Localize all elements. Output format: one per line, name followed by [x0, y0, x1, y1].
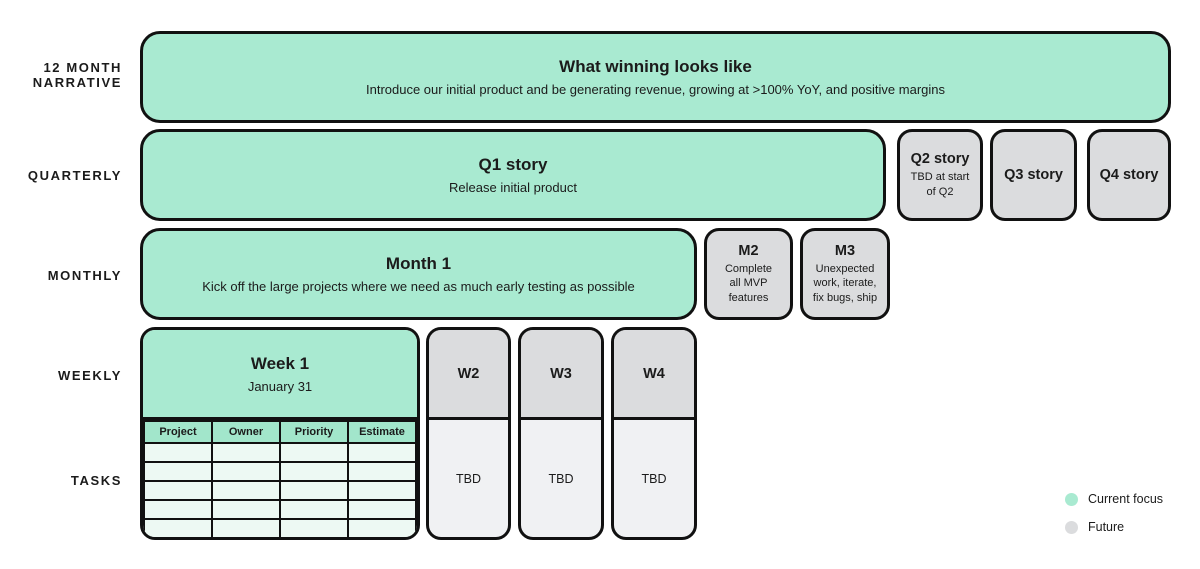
table-cell: [143, 499, 213, 520]
w2-title: W2: [429, 330, 508, 420]
table-cell: [279, 480, 349, 501]
table-row: [143, 480, 417, 501]
m2-box: M2 Complete all MVP features: [704, 228, 793, 320]
narrative-subtitle: Introduce our initial product and be gen…: [365, 82, 945, 97]
m3-box: M3 Unexpected work, iterate, fix bugs, s…: [800, 228, 890, 320]
month1-title: Month 1: [385, 254, 452, 273]
legend: Current focus Future: [1065, 492, 1163, 534]
week1-box: Week 1 January 31 Project Owner Priority…: [140, 327, 420, 540]
table-row: [143, 442, 417, 463]
table-cell: [143, 461, 213, 482]
m3-subtitle: Unexpected work, iterate, fix bugs, ship: [812, 263, 878, 304]
m2-subtitle: Complete all MVP features: [724, 263, 773, 304]
table-cell: [347, 461, 417, 482]
tasks-table: Project Owner Priority Estimate: [143, 420, 417, 537]
table-cell: [279, 499, 349, 520]
tasks-table-header-owner: Owner: [211, 420, 281, 444]
table-cell: [347, 499, 417, 520]
q1-title: Q1 story: [478, 155, 548, 174]
row-label-12-month-narrative: 12 MONTH NARRATIVE: [0, 60, 122, 90]
table-cell: [211, 442, 281, 463]
legend-item-future: Future: [1065, 520, 1163, 534]
tasks-table-header-project: Project: [143, 420, 213, 444]
table-cell: [143, 518, 213, 537]
table-cell: [211, 461, 281, 482]
table-cell: [211, 518, 281, 537]
current-focus-dot-icon: [1065, 492, 1078, 506]
w4-box: W4 TBD: [611, 327, 697, 540]
q1-story-box: Q1 story Release initial product: [140, 129, 886, 221]
w4-title: W4: [614, 330, 694, 420]
w2-box: W2 TBD: [426, 327, 511, 540]
table-cell: [211, 480, 281, 501]
m2-title: M2: [738, 243, 759, 260]
future-dot-icon: [1065, 520, 1078, 534]
week1-subtitle: January 31: [247, 378, 313, 394]
row-label-tasks: TASKS: [70, 473, 122, 488]
narrative-title: What winning looks like: [559, 57, 752, 76]
q2-subtitle: TBD at start of Q2: [910, 171, 970, 198]
q4-story-box: Q4 story: [1087, 129, 1171, 221]
table-cell: [279, 518, 349, 537]
q2-story-box: Q2 story TBD at start of Q2: [897, 129, 983, 221]
row-label-quarterly: QUARTERLY: [27, 168, 122, 183]
legend-future-label: Future: [1088, 520, 1125, 534]
q2-title: Q2 story: [910, 151, 970, 168]
q3-story-box: Q3 story: [990, 129, 1077, 221]
w3-box: W3 TBD: [518, 327, 604, 540]
legend-current-focus-label: Current focus: [1088, 492, 1164, 506]
table-cell: [347, 480, 417, 501]
w2-body: TBD: [456, 471, 481, 486]
tasks-table-header-estimate: Estimate: [347, 420, 417, 444]
week1-banner: Week 1 January 31: [143, 330, 417, 420]
table-cell: [211, 499, 281, 520]
tasks-table-header-row: Project Owner Priority Estimate: [143, 420, 417, 444]
narrative-box: What winning looks like Introduce our in…: [140, 31, 1171, 123]
w4-body: TBD: [641, 471, 667, 486]
table-row: [143, 499, 417, 520]
table-cell: [347, 442, 417, 463]
tasks-table-header-priority: Priority: [279, 420, 349, 444]
q1-subtitle: Release initial product: [449, 180, 577, 195]
m3-title: M3: [834, 243, 856, 260]
q4-title: Q4 story: [1099, 167, 1159, 183]
month1-subtitle: Kick off the large projects where we nee…: [202, 279, 635, 294]
month1-box: Month 1 Kick off the large projects wher…: [140, 228, 697, 320]
row-label-monthly: MONTHLY: [47, 268, 122, 283]
row-label-line: 12 MONTH: [43, 60, 122, 75]
table-row: [143, 461, 417, 482]
table-cell: [143, 480, 213, 501]
table-cell: [347, 518, 417, 537]
table-cell: [143, 442, 213, 463]
row-label-weekly: WEEKLY: [57, 368, 122, 383]
w3-title: W3: [521, 330, 601, 420]
row-label-line: NARRATIVE: [32, 75, 122, 90]
w3-body: TBD: [548, 471, 574, 486]
table-cell: [279, 442, 349, 463]
table-cell: [279, 461, 349, 482]
q3-title: Q3 story: [1004, 167, 1063, 183]
table-row: [143, 518, 417, 537]
legend-item-current-focus: Current focus: [1065, 492, 1163, 506]
week1-title: Week 1: [250, 353, 310, 373]
